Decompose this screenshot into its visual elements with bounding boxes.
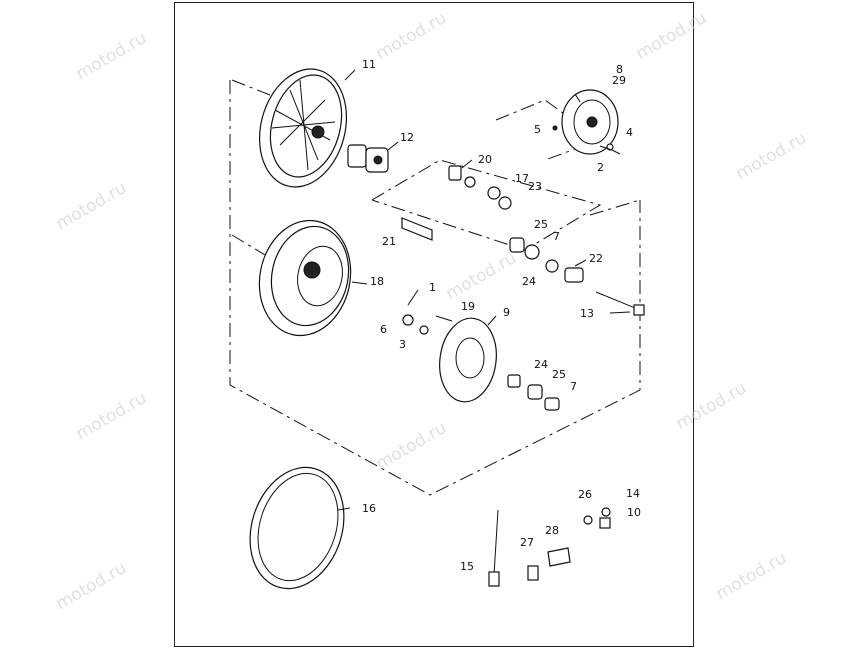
sprocket [561,89,619,155]
callout-9: 9 [503,306,510,319]
assembly-line-18 [231,234,271,259]
callout-21: 21 [382,235,396,248]
watermark: motod.ru [673,378,751,434]
callout-15: 15 [460,560,474,573]
watermark: motod.ru [73,28,151,84]
small-parts [401,125,645,587]
callout-10: 10 [627,506,641,519]
watermark: motod.ru [443,248,521,304]
watermark: motod.ru [733,128,811,184]
callout-24-a: 24 [522,275,536,288]
callout-5: 5 [534,123,541,136]
brake-disc [439,317,497,403]
callout-24-b: 24 [534,358,548,371]
callout-18: 18 [370,275,384,288]
watermark: motod.ru [53,558,131,614]
hub-parts-outline [371,159,602,251]
callout-labels: 11 12 8 29 5 4 2 20 17 23 21 25 7 22 24 … [362,58,641,573]
watermark: motod.ru [73,388,151,444]
callout-29: 29 [612,74,626,87]
assembly-line-left [229,80,641,496]
watermark-layer: motod.ru motod.ru motod.ru motod.ru moto… [53,8,811,614]
watermark: motod.ru [373,8,451,64]
callout-25-b: 25 [552,368,566,381]
callout-6: 6 [380,323,387,336]
callout-19: 19 [461,300,475,313]
callout-12: 12 [400,131,414,144]
callout-22: 22 [589,252,603,265]
watermark: motod.ru [373,418,451,474]
watermark: motod.ru [53,178,131,234]
callout-26: 26 [578,488,592,501]
hub [347,144,389,173]
assembly-line-11 [231,79,271,96]
axle-line [589,199,641,216]
callout-28: 28 [545,524,559,537]
callout-16: 16 [362,502,376,515]
callout-20: 20 [478,153,492,166]
callout-7-b: 7 [570,380,577,393]
callout-8: 8 [616,63,623,76]
callout-11: 11 [362,58,376,71]
callout-7-a: 7 [553,230,560,243]
callout-3: 3 [399,338,406,351]
callout-4: 4 [626,126,633,139]
callout-1: 1 [429,281,436,294]
callout-23: 23 [528,180,542,193]
leader-lines [337,69,631,511]
cast-wheel [258,219,352,337]
callout-17: 17 [515,172,529,185]
callout-2: 2 [597,161,604,174]
callout-14: 14 [626,487,640,500]
watermark: motod.ru [633,8,711,64]
callout-13: 13 [580,307,594,320]
callout-25-a: 25 [534,218,548,231]
callout-27: 27 [520,536,534,549]
spoked-wheel [258,68,348,188]
watermark: motod.ru [713,548,791,604]
rim [249,466,345,590]
diagram-frame [174,2,694,647]
